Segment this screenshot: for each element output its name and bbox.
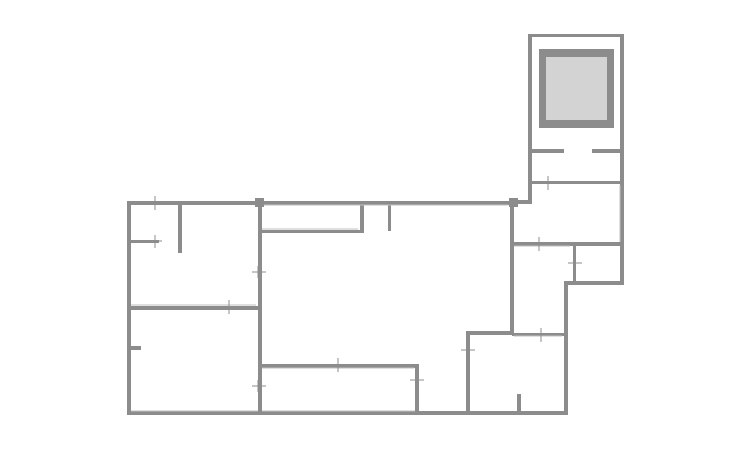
door-tick-1 (150, 196, 162, 210)
wall-stair-connector (512, 200, 532, 204)
door-ticks (150, 176, 582, 392)
wall-bottom-left (127, 411, 467, 415)
wall-left-stub (129, 346, 141, 350)
wall-left-horizontal (129, 306, 260, 310)
wall-right-step-vertical (564, 281, 568, 415)
wall-counter-top-left (260, 230, 364, 233)
windows (131, 185, 621, 412)
wall-stub-center-top (388, 203, 391, 231)
door-tick-7 (410, 374, 424, 386)
wall-bottom-right-room-left (466, 331, 470, 415)
column-2 (509, 198, 518, 207)
wall-right-step-top (564, 281, 624, 285)
door-tick-10 (568, 257, 582, 269)
wall-corridor-right (415, 364, 419, 414)
wall-closet-right (178, 203, 182, 253)
wall-stair-bottom-right (592, 149, 622, 153)
wall-stair-tower-top (528, 34, 623, 37)
door-tick-2 (150, 235, 162, 248)
door-tick-4 (252, 266, 266, 278)
wall-counter-top-left-end (360, 203, 364, 233)
wall-stair-bottom-left (530, 149, 564, 153)
wall-closet-bottom (129, 240, 159, 243)
door-tick-9 (533, 237, 545, 251)
wall-right-upper-top (530, 181, 622, 184)
wall-bottom-right-room-top (466, 331, 514, 335)
wall-stair-tower-left (528, 34, 532, 204)
wall-top-left (127, 201, 260, 205)
stair-inner (546, 57, 607, 120)
wall-right-upper-bottom (512, 242, 622, 246)
wall-bottom-right-stub (517, 394, 521, 414)
stair-block (539, 49, 614, 128)
door-tick-11 (542, 176, 554, 190)
wall-stair-tower-right (620, 34, 624, 284)
door-tick-8 (461, 344, 475, 356)
door-tick-12 (535, 328, 547, 342)
wall-center-right (510, 201, 514, 333)
wall-top-center (258, 201, 514, 205)
door-tick-6 (332, 358, 344, 372)
door-tick-5 (252, 380, 266, 392)
column-1 (255, 198, 264, 207)
door-tick-3 (222, 300, 236, 314)
